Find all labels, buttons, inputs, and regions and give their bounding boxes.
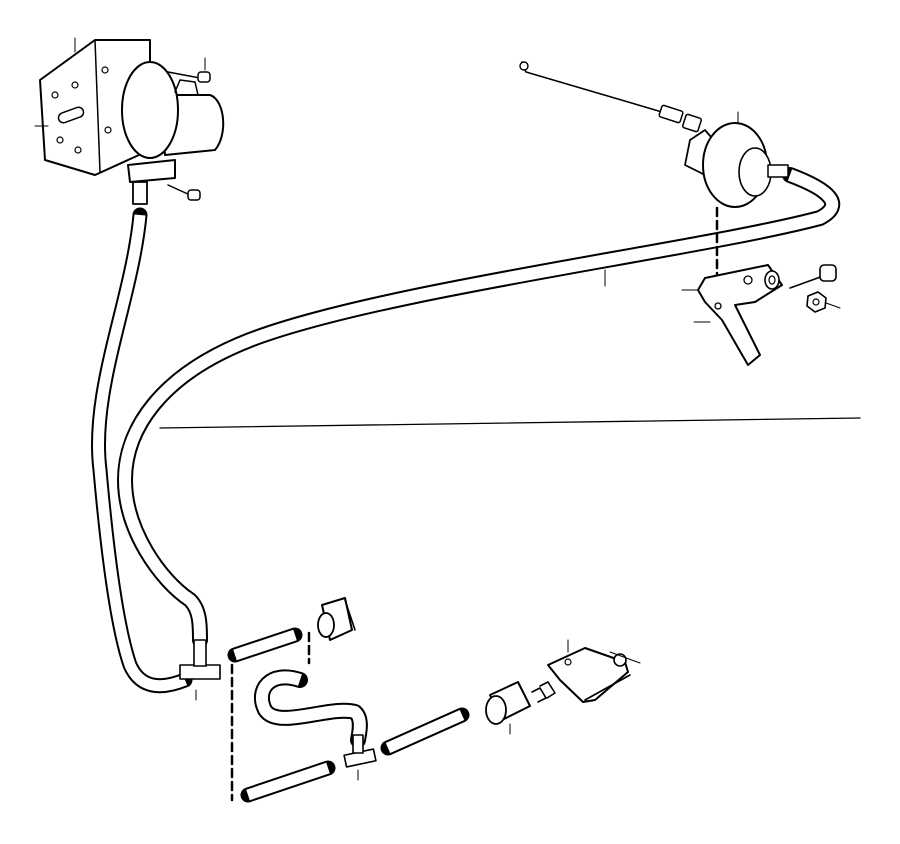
bolt	[789, 264, 837, 289]
switch-bracket	[547, 639, 641, 703]
vacuum-hose-short	[227, 627, 470, 803]
vacuum-pump-with-bracket	[39, 39, 225, 205]
check-valve	[485, 681, 556, 735]
divider-line	[159, 417, 861, 429]
nut	[806, 291, 841, 313]
leader-lines-pump	[34, 37, 206, 127]
washer	[764, 270, 780, 290]
assembly-dashed-lines	[230, 206, 719, 802]
vacuum-hose-long	[117, 167, 841, 648]
vacuum-actuator-with-cable	[519, 61, 789, 208]
t-connector	[179, 639, 221, 701]
actuator-mounting-bracket	[681, 264, 783, 366]
vacuum-hose-left	[90, 207, 193, 694]
t-connector-lower	[343, 734, 377, 781]
hose-connector	[317, 597, 356, 641]
